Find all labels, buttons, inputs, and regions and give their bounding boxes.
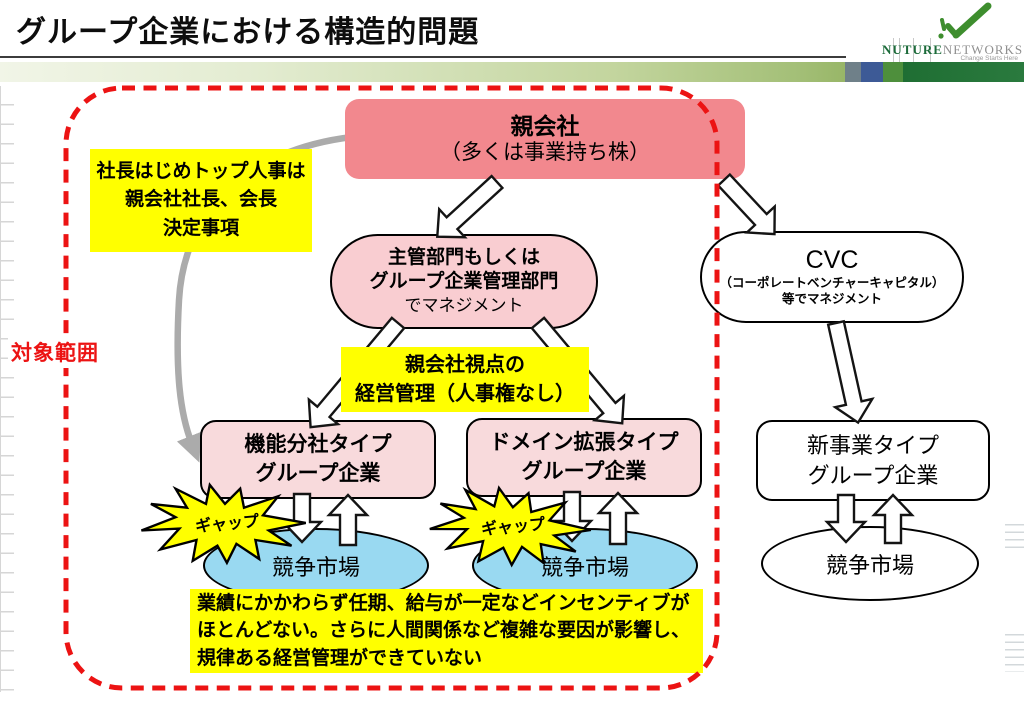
note-line: 経営管理（人事権なし） xyxy=(355,382,575,405)
bar-segment xyxy=(861,62,883,82)
logo-wordmark: NUTURENETWORKS xyxy=(882,42,1022,58)
box-line: ドメイン拡張タイプ xyxy=(489,431,679,455)
ruler-tick xyxy=(930,38,931,62)
note-line: 親会社視点の xyxy=(405,353,525,376)
right-ruler xyxy=(1005,628,1024,672)
ruler-tick xyxy=(913,38,914,62)
mgmt-line: でマネジメント xyxy=(404,296,524,316)
mid-management-note: 親会社視点の 経営管理（人事権なし） xyxy=(341,347,589,412)
parent-company-box: 親会社 （多くは事業持ち株） xyxy=(345,99,745,179)
mgmt-line: グループ企業管理部門 xyxy=(369,271,559,293)
note-line: 決定事項 xyxy=(162,217,239,239)
market-label: 競争市場 xyxy=(271,554,360,580)
page-title: グループ企業における構造的問題 xyxy=(16,16,480,49)
box-line: 新事業タイプ xyxy=(806,432,939,458)
ruler-tick xyxy=(893,38,894,62)
bar-segment xyxy=(883,62,903,82)
market-label: 競争市場 xyxy=(540,554,629,580)
logo-swoosh-icon xyxy=(938,2,992,39)
company-logo: NUTURENETWORKS Change Starts Here xyxy=(882,2,1022,62)
bar-segment xyxy=(903,62,1024,82)
logo-tagline: Change Starts Here xyxy=(960,55,1018,62)
left-ruler xyxy=(0,86,14,692)
title-underline xyxy=(0,56,846,58)
header-accent-bar xyxy=(0,62,1024,82)
note-line: 業績にかかわらず任期、給与が一定などインセンティブが xyxy=(197,592,690,614)
right-ruler xyxy=(1005,518,1024,552)
cvc-title: CVC xyxy=(805,245,859,274)
cvc-line: 等でマネジメント xyxy=(781,292,882,307)
bar-segment xyxy=(845,62,861,82)
top-personnel-note: 社長はじめトップ人事は 親会社社長、会長 決定事項 xyxy=(90,149,312,252)
note-line: 規律ある経営管理ができていない xyxy=(197,647,483,669)
box-line: グループ企業 xyxy=(521,459,647,483)
arrow-cvc-to-newbiz xyxy=(826,319,875,425)
bottom-problem-note: 業績にかかわらず任期、給与が一定などインセンティブが ほとんどない。さらに人間関… xyxy=(190,589,703,673)
cvc-box: CVC （コーポレートベンチャーキャピタル） 等でマネジメント xyxy=(700,231,964,323)
mgmt-line: 主管部門もしくは xyxy=(387,246,540,268)
parent-company-subtitle: （多くは事業持ち株） xyxy=(440,141,650,165)
box-line: 機能分社タイプ xyxy=(244,433,392,457)
functional-split-type-box: 機能分社タイプ グループ企業 xyxy=(200,420,436,499)
cvc-line: （コーポレートベンチャーキャピタル） xyxy=(719,275,945,290)
box-line: グループ企業 xyxy=(255,461,381,485)
market-label: 競争市場 xyxy=(825,552,914,578)
new-business-type-box: 新事業タイプ グループ企業 xyxy=(756,420,990,501)
logo-brand-name: NUTURE xyxy=(882,42,943,57)
note-line: 社長はじめトップ人事は xyxy=(96,160,306,182)
ruler-tick xyxy=(899,38,900,62)
domain-expansion-type-box: ドメイン拡張タイプ グループ企業 xyxy=(466,418,702,497)
box-line: グループ企業 xyxy=(807,462,939,488)
logo-brand-suffix: NETWORKS xyxy=(942,42,1024,57)
competitive-market-ellipse-3: 競争市場 xyxy=(761,526,979,601)
note-line: ほとんどない。さらに人間関係など複雑な要因が影響し、 xyxy=(197,620,691,642)
note-line: 親会社社長、会長 xyxy=(124,189,277,211)
parent-company-title: 親会社 xyxy=(510,112,580,139)
gap-label-1: ギャップ xyxy=(194,513,260,536)
management-dept-box: 主管部門もしくは グループ企業管理部門 でマネジメント xyxy=(330,234,598,329)
scope-label: 対象範囲 xyxy=(8,336,102,368)
